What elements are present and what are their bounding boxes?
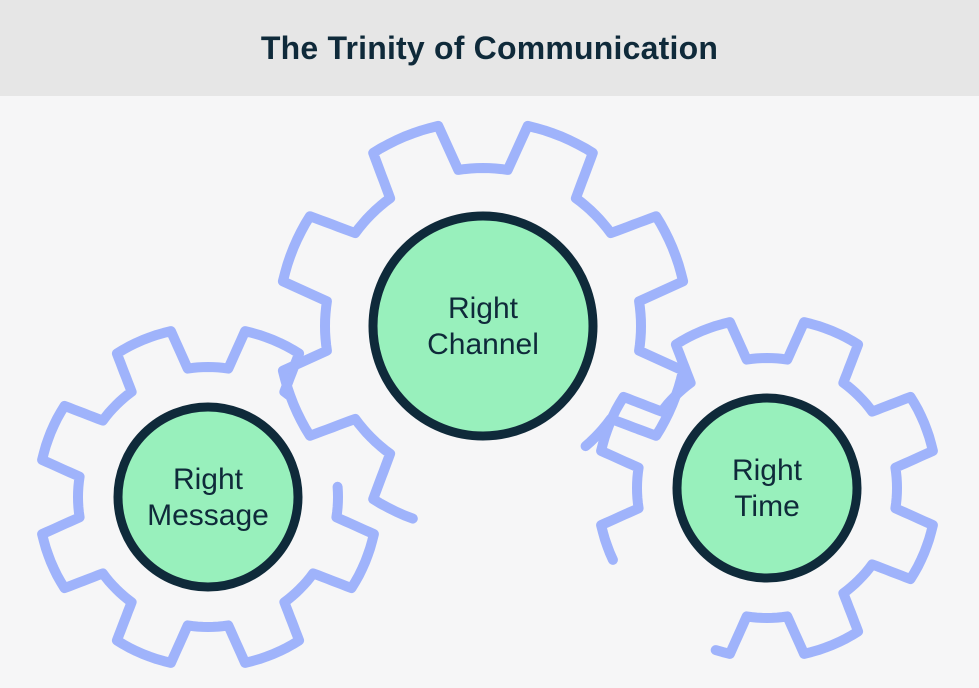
gear-label-channel-line-1: Channel: [427, 328, 539, 361]
gear-icon: [596, 317, 938, 659]
gear-label-time-line-1: Time: [734, 490, 800, 523]
gear-hub-time: [672, 393, 862, 583]
title-bar: The Trinity of Communication: [0, 0, 979, 96]
page-title: The Trinity of Communication: [260, 29, 719, 66]
gear-label-message-line-0: Right: [173, 463, 244, 496]
gear-label-channel-line-0: Right: [448, 292, 519, 325]
gear-icon: [37, 326, 379, 668]
gear-label-time-line-0: Right: [732, 454, 803, 487]
gear-icon: [277, 120, 689, 524]
gear-label-message-line-1: Message: [147, 499, 269, 532]
gear-hub-message: [113, 402, 303, 592]
gear-hub-channel: [368, 211, 598, 441]
